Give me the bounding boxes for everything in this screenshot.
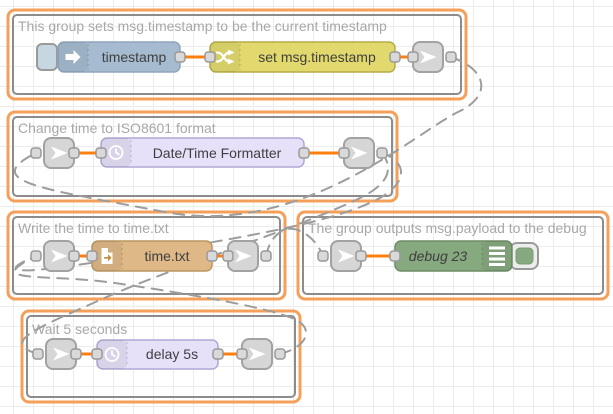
node-label: Date/Time Formatter	[153, 145, 282, 161]
port-linkin-out[interactable]	[70, 348, 82, 360]
node-label: timestamp	[102, 49, 167, 65]
group-iso8601[interactable]	[6, 110, 399, 203]
clock-icon	[104, 347, 120, 362]
group-write-file[interactable]	[6, 210, 287, 301]
paper-plane-icon	[53, 347, 70, 361]
node-label: time.txt	[144, 248, 189, 264]
group-set-timestamp-inner	[12, 14, 462, 95]
port-linkout-in[interactable]	[407, 51, 419, 63]
port-linkout-out[interactable]	[445, 51, 457, 63]
debug-icon-section	[482, 241, 512, 271]
port-linkout-in[interactable]	[222, 250, 234, 262]
node-label: delay 5s	[146, 346, 198, 362]
link-wire-timestamp-to-format[interactable]	[13, 56, 483, 218]
debug-toggle-state	[515, 247, 534, 265]
port-formatter-in[interactable]	[95, 147, 107, 159]
link-wire-wait-to-write[interactable]	[13, 255, 308, 355]
port-linkout-out[interactable]	[376, 147, 388, 159]
inject-button[interactable]	[36, 43, 58, 71]
group-label: Change time to ISO8601 format	[18, 120, 216, 136]
paper-plane-icon	[235, 249, 252, 263]
group-iso8601-inner	[12, 116, 393, 197]
paper-plane-icon	[249, 347, 266, 361]
node-label: debug 23	[409, 248, 468, 264]
port-linkin-in[interactable]	[30, 250, 42, 262]
file-page-icon	[101, 248, 113, 264]
port-delay-out[interactable]	[212, 348, 224, 360]
port-linkout-in[interactable]	[236, 348, 248, 360]
port-delay-in[interactable]	[91, 348, 103, 360]
port-change-out[interactable]	[389, 51, 401, 63]
group-debug-output-inner	[302, 216, 604, 295]
port-linkin-in[interactable]	[30, 147, 42, 159]
port-file-out[interactable]	[206, 250, 218, 262]
paper-plane-icon	[338, 249, 355, 263]
link-wire-write-to-debug[interactable]	[265, 227, 324, 257]
port-linkout-in[interactable]	[338, 147, 350, 159]
group-label: Wait 5 seconds	[32, 321, 127, 337]
list-icon	[489, 246, 505, 266]
port-file-in[interactable]	[86, 250, 98, 262]
port-formatter-out[interactable]	[298, 147, 310, 159]
port-linkout-out[interactable]	[260, 250, 272, 262]
port-linkin-in[interactable]	[317, 250, 329, 262]
port-inject-out[interactable]	[174, 51, 186, 63]
group-label: The group outputs msg.payload to the deb…	[308, 220, 587, 236]
node-label: set msg.timestamp	[258, 49, 376, 65]
port-change-in[interactable]	[204, 51, 216, 63]
group-label: This group sets msg.timestamp to be the …	[18, 18, 387, 34]
group-wait-inner	[26, 315, 296, 398]
port-linkout-out[interactable]	[274, 348, 286, 360]
link-wire-format-to-write[interactable]	[14, 152, 402, 272]
group-label: Write the time to time.txt	[18, 220, 169, 236]
group-write-file-inner	[12, 216, 281, 295]
port-linkin-out[interactable]	[355, 250, 367, 262]
port-linkin-in[interactable]	[32, 348, 44, 360]
group-wait[interactable]	[20, 309, 302, 404]
clock-icon	[108, 145, 124, 160]
group-set-timestamp[interactable]	[6, 8, 468, 101]
inject-arrow-icon	[65, 50, 81, 64]
port-linkin-out[interactable]	[68, 250, 80, 262]
paper-plane-icon	[51, 249, 68, 263]
paper-plane-icon	[420, 50, 437, 64]
port-linkin-out[interactable]	[68, 147, 80, 159]
shuffle-icon	[215, 49, 235, 65]
paper-plane-icon	[351, 146, 368, 160]
port-debug-in[interactable]	[389, 250, 401, 262]
paper-plane-icon	[51, 146, 68, 160]
group-debug-output[interactable]	[296, 210, 610, 301]
